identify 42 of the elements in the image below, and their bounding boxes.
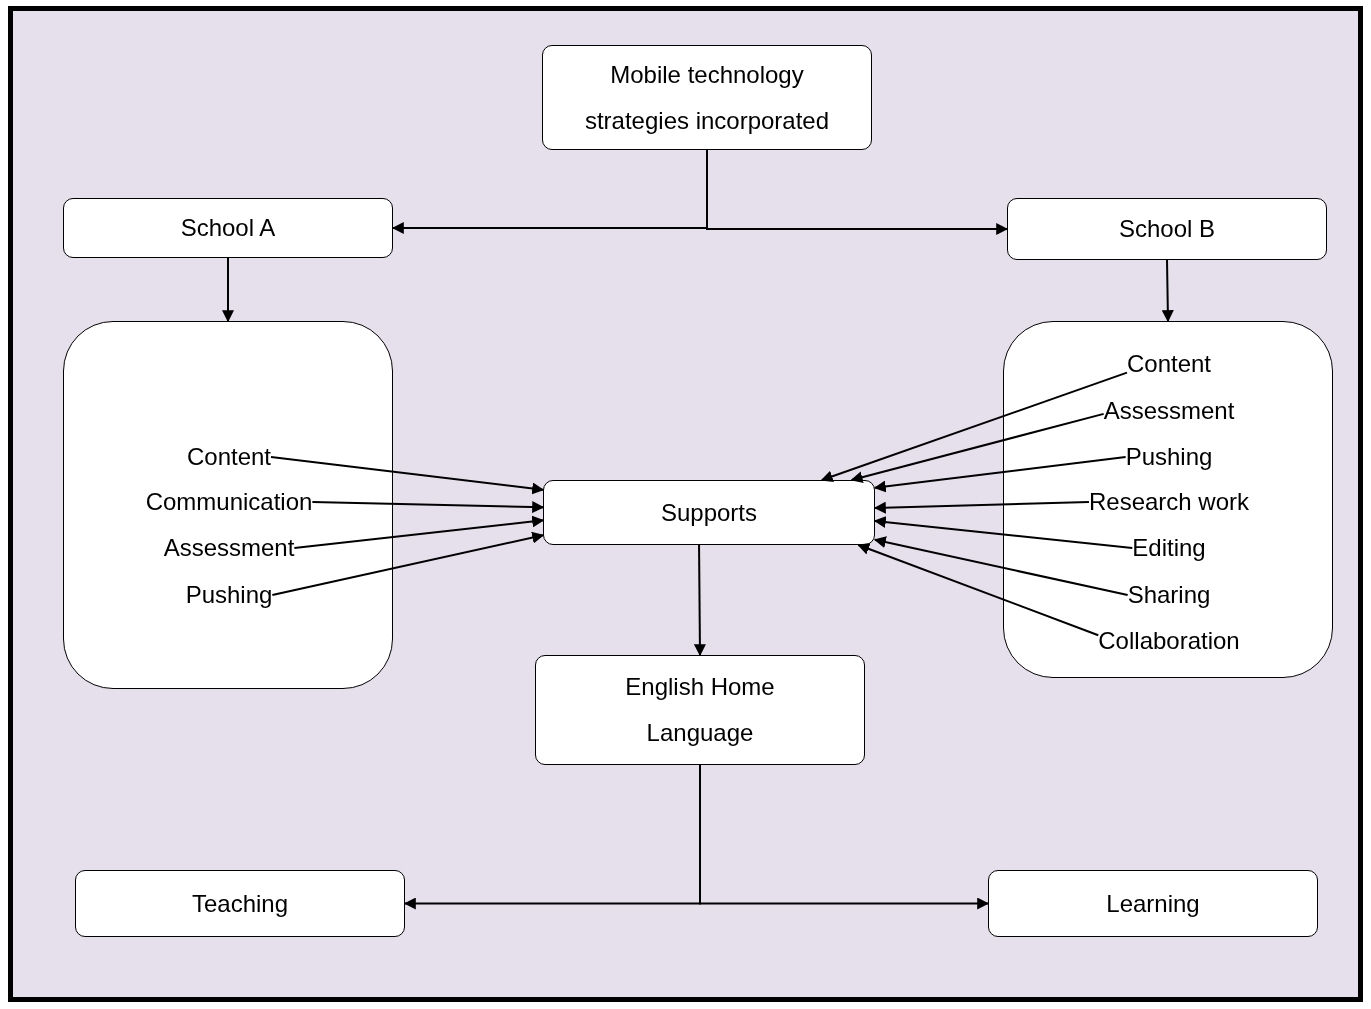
arrow	[820, 371, 1128, 483]
node-label: Content	[186, 442, 272, 472]
node-label: Editing	[1132, 533, 1206, 563]
node-label: Pushing	[185, 580, 273, 610]
process-box	[988, 870, 1318, 937]
arrow	[271, 531, 545, 596]
node-label: Sharing	[1127, 580, 1211, 610]
arrow	[293, 515, 545, 549]
rounded-panel	[63, 321, 393, 689]
node-text: Learning	[1106, 888, 1200, 919]
node-text: Mobile technology strategies incorporated	[583, 59, 831, 136]
rounded-panel	[1003, 321, 1333, 678]
process-box	[63, 198, 393, 258]
process-box	[75, 870, 405, 937]
process-box	[542, 45, 872, 150]
arrow	[706, 149, 1009, 235]
node-label: Collaboration	[1098, 626, 1240, 656]
node-label: Research work	[1088, 487, 1250, 517]
node-label: Pushing	[1125, 442, 1213, 472]
arrow	[873, 501, 1090, 514]
node-label: Assessment	[163, 533, 295, 563]
arrow	[270, 456, 545, 495]
node-text: Teaching	[191, 888, 289, 919]
process-box	[543, 480, 875, 545]
arrow	[311, 501, 545, 514]
arrow	[222, 257, 234, 323]
process-box	[1007, 198, 1327, 260]
node-text: School B	[1118, 214, 1216, 245]
arrow	[1161, 259, 1174, 323]
node-label: Communication	[145, 487, 313, 517]
arrow	[850, 412, 1105, 484]
arrow	[873, 536, 1129, 596]
arrow	[857, 543, 1100, 637]
arrow	[693, 544, 706, 657]
node-text: School A	[180, 213, 276, 244]
arrow	[873, 456, 1127, 493]
node-text: English Home Language	[624, 672, 776, 748]
node-label: Assessment	[1103, 396, 1235, 426]
node-label: Content	[1126, 349, 1212, 379]
node-text: Supports	[660, 497, 758, 528]
process-box	[535, 655, 865, 765]
arrow	[873, 516, 1134, 549]
